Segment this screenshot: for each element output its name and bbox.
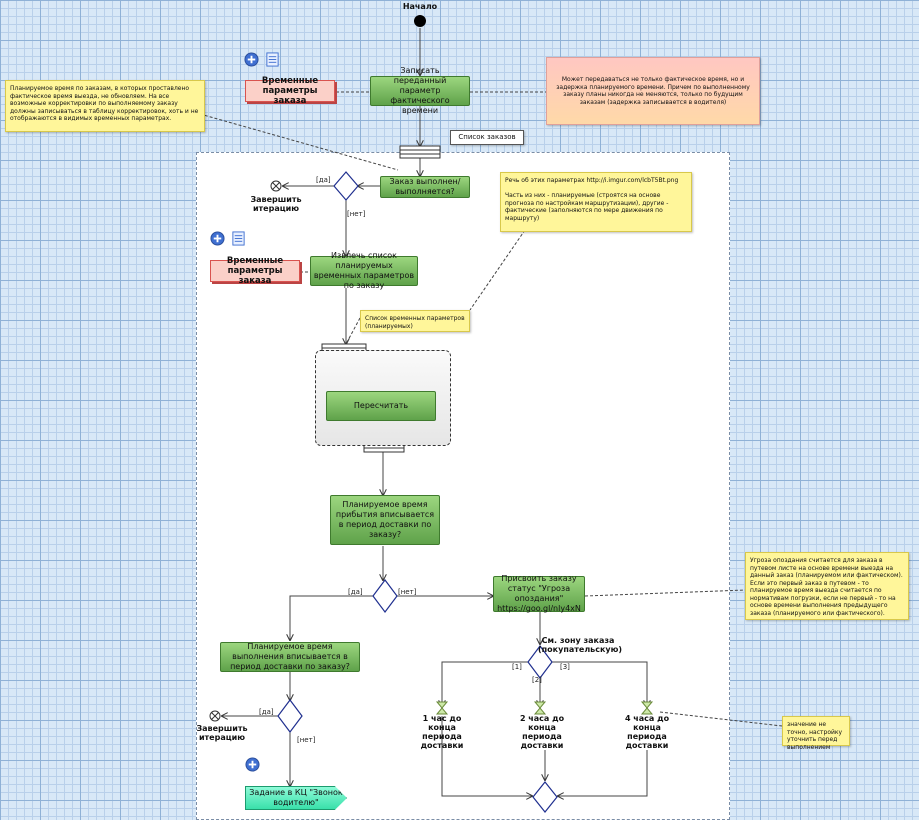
note-order-list: Список заказов — [450, 130, 524, 145]
initial-node-icon — [414, 15, 426, 27]
action-record-time[interactable]: Записать переданный параметр фактическог… — [370, 66, 470, 115]
plus-circle-icon[interactable] — [210, 231, 225, 246]
decision-merge — [532, 781, 558, 813]
plus-circle-icon[interactable] — [244, 52, 259, 67]
document-icon[interactable] — [265, 52, 280, 67]
edge-label-no2: [нет] — [398, 588, 417, 596]
action-assign-status[interactable]: Присвоить заказу статус "Угроза опоздани… — [493, 574, 585, 613]
note-values: значение не точно, настройку уточнить пе… — [782, 716, 850, 751]
note-planned-list: Список временных параметров (планируемых… — [360, 310, 470, 332]
data-node-temp-params-2: Временные параметры заказа — [210, 256, 300, 286]
note-threat: Угроза опоздания считается для заказа в … — [745, 552, 909, 620]
document-icon[interactable] — [231, 231, 246, 246]
action-planned-arrival[interactable]: Планируемое время прибытия вписывается в… — [330, 495, 440, 545]
edge-label-z2: [2] — [532, 676, 542, 684]
zone-label-4h: 4 часа до конца периода доставки — [624, 714, 670, 750]
data-node-temp-params-1: Временные параметры заказа — [245, 76, 335, 106]
finish-label-2: Завершить итерацию — [196, 724, 248, 742]
send-signal-task-call[interactable]: Задание в КЦ "Звонок водителю" — [245, 786, 347, 810]
plus-circle-icon[interactable] — [245, 757, 260, 772]
action-extract-list[interactable]: Извлечь список планируемых временных пар… — [310, 251, 418, 290]
zone-label-1h: 1 час до конца периода доставки — [420, 714, 464, 750]
action-order-done[interactable]: Заказ выполнен/выполняется? — [380, 176, 470, 198]
edge-label-yes3: [да] — [259, 708, 274, 716]
edge-label-z3: [3] — [560, 663, 570, 671]
edge-label-yes2: [да] — [348, 588, 363, 596]
zone-label-2h: 2 часа до конца периода доставки — [519, 714, 565, 750]
note-pink-top: Может передаваться не только фактическое… — [546, 57, 760, 125]
note-params-speech: Речь об этих параметрах http://i.imgur.c… — [500, 172, 692, 232]
decision-zone — [527, 645, 553, 679]
edge-label-z1: [1] — [512, 663, 522, 671]
action-planned-fits[interactable]: Планируемое время выполнения вписывается… — [220, 642, 360, 672]
edge-label-no1: [нет] — [347, 210, 366, 218]
action-recalc[interactable]: Пересчитать — [326, 391, 436, 421]
finish-label-1: Завершить итерацию — [250, 195, 302, 213]
note-left-top: Планируемое время по заказам, в которых … — [5, 80, 205, 132]
decision-planned-fits — [277, 699, 303, 733]
decision-order-done — [333, 171, 359, 201]
start-label: Начало — [402, 2, 438, 11]
end-node-icon — [209, 710, 221, 722]
zone-decision-label: См. зону заказа (покупательскую) — [538, 636, 623, 654]
decision-planned-arrival — [372, 579, 398, 613]
edge-label-no3: [нет] — [297, 736, 316, 744]
end-node-icon — [270, 180, 282, 192]
edge-label-yes1: [да] — [316, 176, 331, 184]
